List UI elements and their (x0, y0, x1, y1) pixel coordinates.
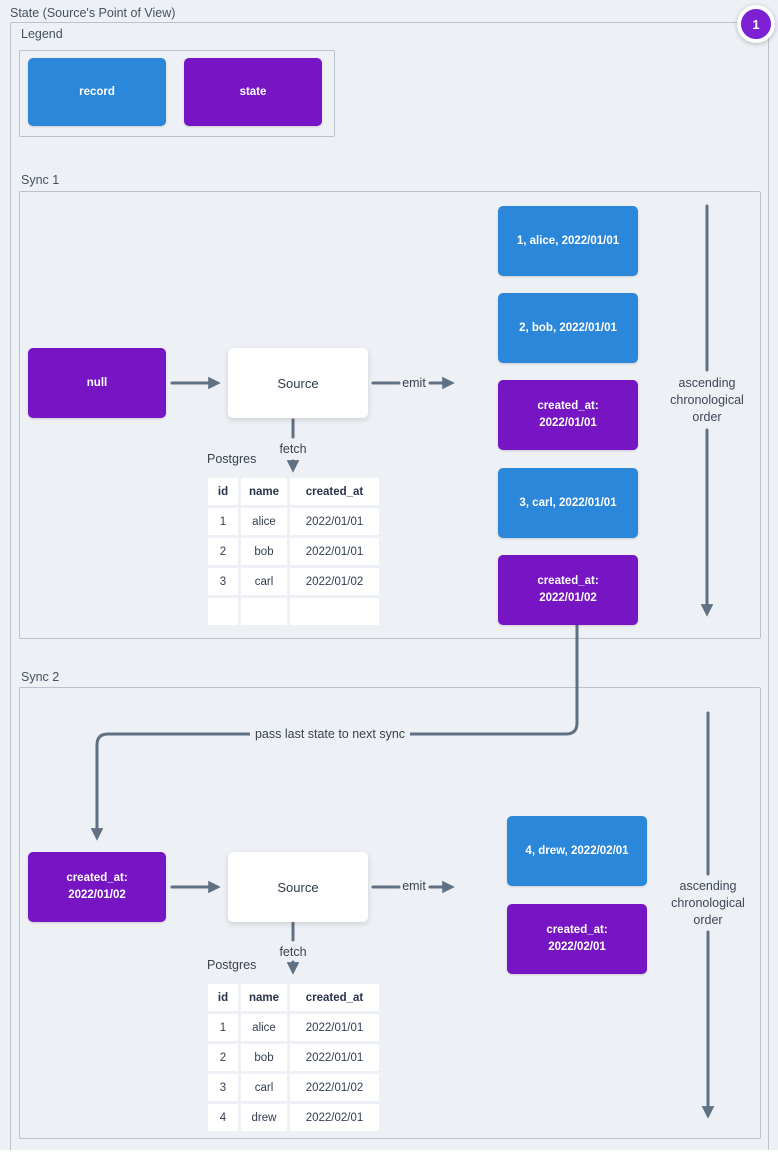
table-header-cell: name (241, 984, 287, 1011)
table-header-cell: created_at (290, 478, 379, 505)
sync1-postgres-label: Postgres (207, 452, 257, 466)
sync2-label: Sync 2 (21, 670, 60, 684)
sync1-emit-label: emit (402, 376, 426, 390)
sync2-source-node: Source (228, 852, 368, 922)
table-cell (241, 598, 287, 625)
table-cell: 2022/01/01 (290, 538, 379, 565)
table-cell: 2022/01/02 (290, 568, 379, 595)
table-header-cell: id (208, 478, 238, 505)
sync2-emission-state-1: created_at: 2022/02/01 (507, 904, 647, 974)
table-cell: 2022/01/01 (290, 1044, 379, 1071)
sync1-source-node: Source (228, 348, 368, 418)
sync2-order-label: ascending chronological order (671, 879, 745, 927)
table-cell: 2 (208, 1044, 238, 1071)
legend-box (19, 50, 335, 137)
table-cell: 1 (208, 1014, 238, 1041)
table-cell: 2022/02/01 (290, 1104, 379, 1131)
table-cell: carl (241, 1074, 287, 1101)
table-cell: bob (241, 538, 287, 565)
sync1-input-state-node: null (28, 348, 166, 418)
table-cell: 2 (208, 538, 238, 565)
sync2-fetch-label: fetch (279, 945, 307, 959)
legend-label: Legend (21, 27, 63, 41)
table-header-cell: id (208, 984, 238, 1011)
table-cell: 2022/01/01 (290, 1014, 379, 1041)
table-cell: 4 (208, 1104, 238, 1131)
table-cell: 3 (208, 1074, 238, 1101)
table-cell: carl (241, 568, 287, 595)
table-cell (290, 598, 379, 625)
page-title: State (Source's Point of View) (10, 6, 176, 20)
table-cell: bob (241, 1044, 287, 1071)
sync2-postgres-label: Postgres (207, 958, 257, 972)
annotation-badge[interactable]: 1 (737, 5, 775, 43)
sync1-order-label: ascending chronological order (670, 376, 744, 424)
table-cell: 3 (208, 568, 238, 595)
sync1-emission-record-3: 3, carl, 2022/01/01 (498, 468, 638, 538)
sync1-emission-state-2: created_at: 2022/01/02 (498, 555, 638, 625)
page-bottom-strip (0, 1150, 778, 1157)
table-cell: 2022/01/02 (290, 1074, 379, 1101)
table-cell: alice (241, 1014, 287, 1041)
table-cell: alice (241, 508, 287, 535)
sync1-label: Sync 1 (21, 173, 60, 187)
sync2-emission-record-1: 4, drew, 2022/02/01 (507, 816, 647, 886)
legend-record-swatch: record (28, 58, 166, 126)
annotation-badge-number: 1 (752, 16, 760, 32)
table-cell: 2022/01/01 (290, 508, 379, 535)
table-header-cell: created_at (290, 984, 379, 1011)
table-cell: drew (241, 1104, 287, 1131)
sync1-fetch-label: fetch (279, 442, 307, 456)
table-header-cell: name (241, 478, 287, 505)
sync2-input-state-node: created_at: 2022/01/02 (28, 852, 166, 922)
sync1-emission-record-1: 1, alice, 2022/01/01 (498, 206, 638, 276)
legend-state-swatch: state (184, 58, 322, 126)
sync2-emit-label: emit (402, 879, 426, 893)
sync1-emission-state-1: created_at: 2022/01/01 (498, 380, 638, 450)
sync2-postgres-table: id name created_at 1 alice 2022/01/01 2 … (208, 984, 379, 1131)
table-cell: 1 (208, 508, 238, 535)
table-cell (208, 598, 238, 625)
pass-state-connector-label: pass last state to next sync (249, 727, 411, 741)
sync1-emission-record-2: 2, bob, 2022/01/01 (498, 293, 638, 363)
sync1-postgres-table: id name created_at 1 alice 2022/01/01 2 … (208, 478, 379, 625)
